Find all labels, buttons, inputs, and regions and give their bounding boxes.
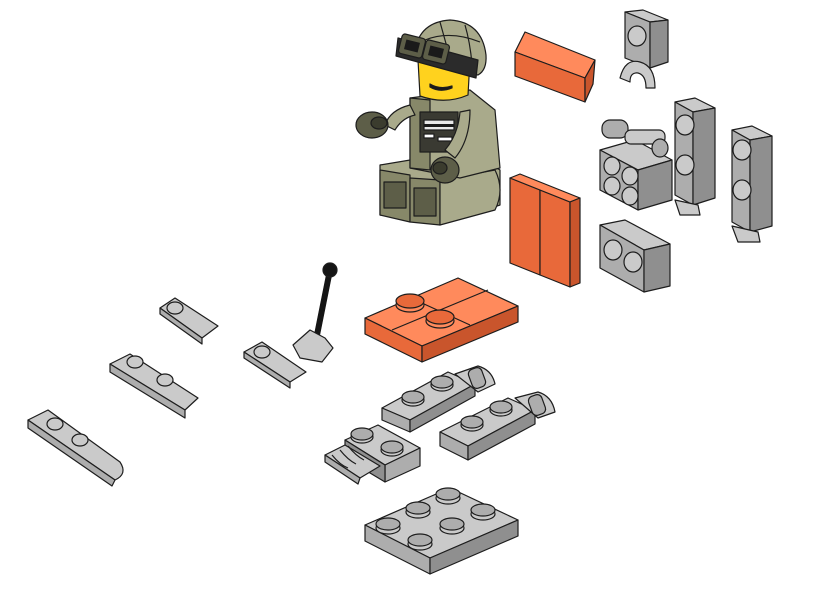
plate-1x1-clip-gray (619, 9, 669, 89)
plate-2x3-gray (364, 487, 519, 575)
plate-2x2-orange (364, 277, 519, 363)
minifig-left-arm (355, 104, 416, 139)
plate-2x2-finger-hinge-gray (324, 424, 421, 485)
goggles-icon (395, 33, 479, 79)
wing-wedge-gray-long (27, 409, 124, 487)
plate-1x2-gray (599, 219, 671, 293)
plate-1x2-vertical-clip-gray-2 (731, 125, 773, 243)
minifigure-soldier (355, 19, 501, 226)
brick-1x2-orange-pair (509, 173, 581, 288)
joystick-lever (292, 262, 338, 363)
tile-1x2-orange (514, 31, 596, 103)
hinge-plate-gray-lower (439, 391, 556, 461)
wing-wedge-gray-mid (243, 341, 307, 389)
wing-wedge-gray-small (159, 297, 219, 345)
plate-1x2-vertical-clip-gray (674, 97, 716, 216)
minifig-right-arm (430, 109, 471, 184)
hinge-plate-gray-upper (381, 365, 496, 433)
wing-wedge-gray-large (109, 353, 199, 419)
plate-1x2-with-clips-gray (599, 119, 673, 211)
